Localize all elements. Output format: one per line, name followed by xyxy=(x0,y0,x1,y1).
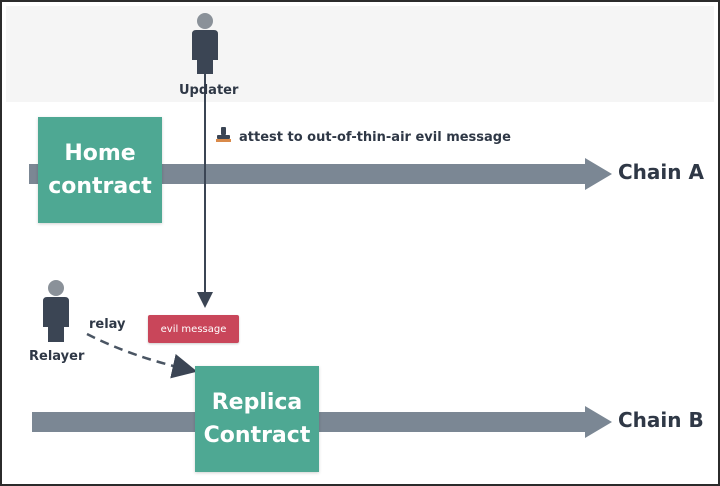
relayer-label: Relayer xyxy=(29,349,85,364)
person-icon xyxy=(43,280,69,342)
home-contract-label: Home contract xyxy=(48,141,152,199)
relay-label: relay xyxy=(89,317,126,332)
attest-label: attest to out-of-thin-air evil message xyxy=(239,130,511,145)
relay-arrow xyxy=(86,332,198,379)
home-contract-box: Home contract xyxy=(38,117,162,223)
stamp-icon xyxy=(216,127,231,142)
background-panel xyxy=(6,6,714,102)
chain-a-arrow xyxy=(29,158,612,190)
chain-b-arrow xyxy=(32,406,612,438)
replica-contract-label: Replica Contract xyxy=(203,390,311,448)
chain-a-label: Chain A xyxy=(618,160,704,184)
evil-message-box: evil message xyxy=(148,315,239,343)
evil-message-label: evil message xyxy=(160,323,227,335)
chain-b-label: Chain B xyxy=(618,408,704,432)
person-icon xyxy=(192,13,218,74)
replica-contract-box: Replica Contract xyxy=(195,366,319,472)
updater-label: Updater xyxy=(179,83,239,98)
